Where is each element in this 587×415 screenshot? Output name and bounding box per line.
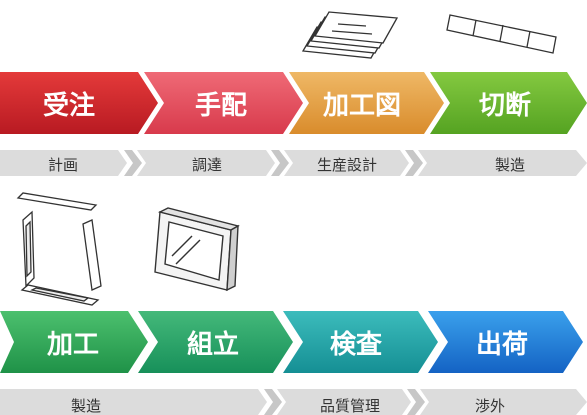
phase-label: 製造 — [71, 397, 101, 415]
phase-label: 計画 — [48, 156, 78, 174]
phase-label: 製造 — [495, 156, 525, 174]
drawings-stack-icon — [301, 11, 399, 59]
phase-label: 調達 — [192, 156, 222, 174]
step-kumitate: 組立 — [138, 311, 293, 373]
step-label: 検査 — [330, 330, 382, 360]
step-setsudan: 切断 — [430, 72, 587, 134]
step-tehai: 手配 — [144, 72, 303, 134]
cut-frame-pieces-icon — [446, 14, 557, 54]
step-label: 加工 — [47, 330, 99, 360]
flow-row-2: 加工 組立 検査 出荷 — [0, 311, 583, 373]
step-label: 出荷 — [476, 330, 528, 360]
step-label: 手配 — [195, 91, 247, 121]
phase-label: 渉外 — [475, 397, 505, 415]
step-juchu: 受注 — [0, 72, 158, 134]
assembled-window-icon — [154, 207, 240, 292]
step-label: 組立 — [187, 329, 239, 360]
step-kakouzu: 加工図 — [289, 72, 444, 134]
step-kakou: 加工 — [0, 311, 148, 373]
phase-label: 品質管理 — [320, 397, 380, 415]
flow-row-1: 受注 手配 加工図 切断 — [0, 72, 587, 134]
frame-parts-icon — [16, 192, 102, 306]
phase-label: 生産設計 — [317, 156, 377, 174]
step-kensa: 検査 — [283, 311, 438, 373]
phase-band-2: 製造 品質管理 渉外 — [0, 389, 587, 415]
step-label: 加工図 — [323, 91, 401, 121]
step-label: 切断 — [479, 90, 531, 121]
phase-band-1: 計画 調達 生産設計 製造 — [0, 150, 587, 176]
step-shukka: 出荷 — [428, 311, 583, 373]
step-label: 受注 — [43, 90, 95, 121]
